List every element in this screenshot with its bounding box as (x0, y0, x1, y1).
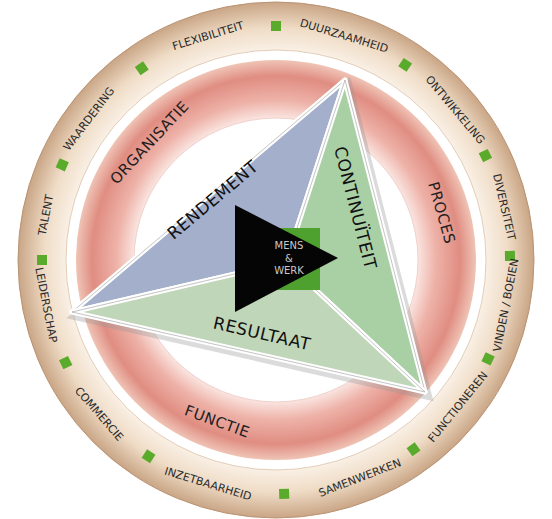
center-title: MENS & WERK (272, 240, 306, 278)
green-square (56, 158, 69, 171)
green-square (142, 449, 156, 463)
green-square (479, 149, 492, 162)
play-symbol (235, 205, 338, 312)
green-square (59, 356, 72, 369)
green-square (271, 21, 281, 31)
facet-fill (72, 80, 345, 312)
green-square (398, 58, 412, 72)
center-box: MENS & WERK (258, 228, 320, 290)
facet-edge (72, 80, 345, 312)
green-square (407, 442, 421, 456)
square-markers (37, 21, 515, 499)
green-square (37, 255, 47, 265)
ring-gap (66, 50, 486, 470)
green-square (481, 352, 494, 365)
green-square (135, 61, 149, 75)
outer-ring (18, 2, 534, 518)
green-square (279, 489, 289, 499)
